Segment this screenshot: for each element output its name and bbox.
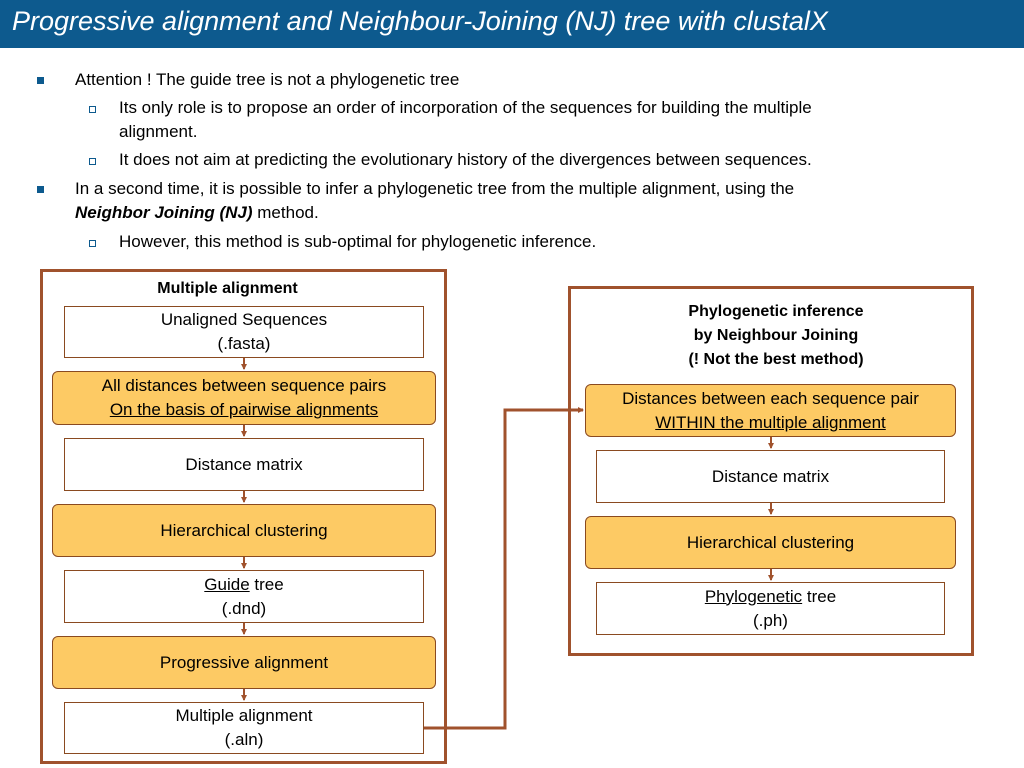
guide-word: Guide [204, 574, 250, 594]
bullet-1-sub-1-line-1: Its only role is to propose an order of … [119, 98, 812, 117]
box-line: All distances between sequence pairs [101, 376, 387, 395]
bullet-2-line-2: Neighbor Joining (NJ) method. [75, 201, 319, 225]
within-alignment-distances-box: Distances between each sequence pair WIT… [585, 384, 956, 437]
box-line: (.aln) [224, 730, 264, 749]
bullet-square-icon [37, 186, 44, 193]
box-line: On the basis of pairwise alignments [109, 400, 379, 419]
panel-title-line: Phylogenetic inference [688, 303, 864, 320]
hollow-square-icon [89, 106, 96, 113]
bullet-1-text: Attention ! The guide tree is not a phyl… [75, 70, 460, 89]
phylogenetic-tree-box: Phylogenetic tree (.ph) [596, 582, 945, 635]
progressive-alignment-box: Progressive alignment [52, 636, 436, 689]
pairwise-distances-box: All distances between sequence pairs On … [52, 371, 436, 425]
nj-method-name: Neighbor Joining (NJ) [75, 203, 253, 222]
box-line: Distance matrix [711, 466, 830, 486]
nj-hierarchical-clustering-box: Hierarchical clustering [585, 516, 956, 569]
box-line: Guide tree [204, 573, 283, 597]
box-line: Hierarchical clustering [160, 520, 328, 540]
bullet-1-sub-2-text: It does not aim at predicting the evolut… [119, 150, 812, 169]
box-line: (.fasta) [217, 334, 271, 353]
box-line: Hierarchical clustering [686, 532, 855, 552]
panel-title-line: by Neighbour Joining [693, 327, 859, 344]
box-line: Multiple alignment [175, 706, 313, 725]
bullet-1-sub-1-line-2: alignment. [119, 122, 198, 141]
guide-tree-box: Guide tree (.dnd) [64, 570, 424, 623]
multiple-alignment-title: Multiple alignment [157, 280, 298, 297]
box-line: Progressive alignment [159, 652, 329, 672]
distance-matrix-box: Distance matrix [64, 438, 424, 491]
bullet-square-icon [37, 77, 44, 84]
hollow-square-icon [89, 158, 96, 165]
box-line: Phylogenetic tree [705, 585, 836, 609]
box-line: WITHIN the multiple alignment [655, 412, 886, 432]
unaligned-sequences-box: Unaligned Sequences (.fasta) [64, 306, 424, 358]
bullet-2-sub-1-text: However, this method is sub-optimal for … [119, 232, 597, 251]
title-bar: Progressive alignment and Neighbour-Join… [0, 0, 1024, 48]
hierarchical-clustering-box: Hierarchical clustering [52, 504, 436, 557]
tree-word: tree [249, 574, 284, 594]
phylogenetic-word: Phylogenetic [704, 586, 803, 606]
hollow-square-icon [89, 240, 96, 247]
phylogenetic-inference-title: Phylogenetic inference by Neighbour Join… [568, 300, 984, 372]
box-line: (.ph) [753, 610, 788, 630]
multiple-alignment-output-box: Multiple alignment (.aln) [64, 702, 424, 754]
nj-distance-matrix-box: Distance matrix [596, 450, 945, 503]
box-line: Distance matrix [185, 454, 303, 474]
box-line: Distances between each sequence pair [622, 388, 919, 408]
slide-title: Progressive alignment and Neighbour-Join… [12, 6, 828, 36]
bullet-2-line-1: In a second time, it is possible to infe… [75, 179, 795, 198]
bullet-2-rest: method. [252, 203, 319, 222]
box-line: Unaligned Sequences [160, 310, 328, 329]
cross-panel-connector [424, 407, 584, 730]
tree-word: tree [802, 586, 837, 606]
box-line: (.dnd) [221, 598, 267, 618]
panel-title-line: (! Not the best method) [688, 351, 864, 368]
